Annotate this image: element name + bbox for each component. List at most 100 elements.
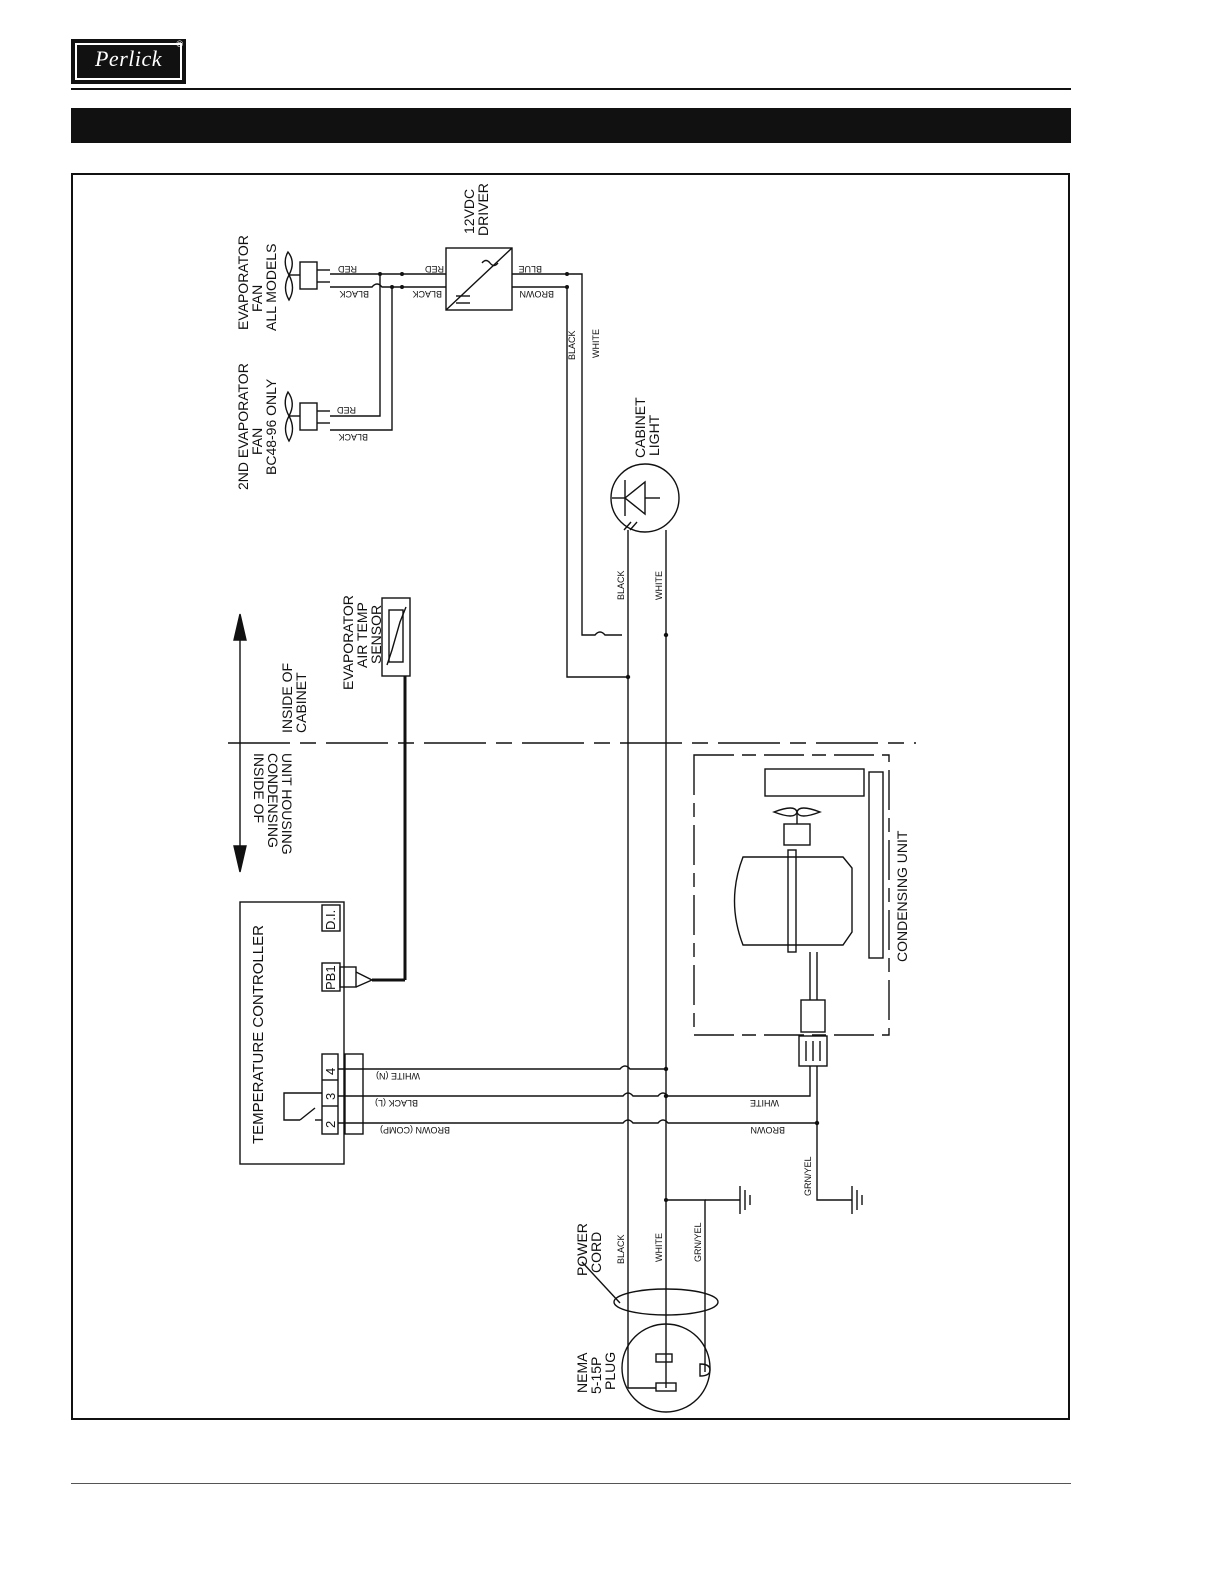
wire-labels-vertical: BLACK WHITE BLACK WHITE BLACK WHITE GRN/… [567, 329, 813, 1264]
plug-label-line3: PLUG [602, 1352, 618, 1390]
fan-motor-box [783, 823, 811, 846]
inside-condensing-label-line2: CONDENSING [265, 753, 281, 848]
cabinet-light-label-line2: LIGHT [646, 414, 662, 456]
pb1-label: PB1 [323, 965, 338, 990]
junction-dots [378, 272, 820, 1202]
plug-blade-neutral [655, 1353, 673, 1363]
logo-border [75, 43, 182, 80]
wire-label-brown-comp: BROWN (COMP) [380, 1125, 450, 1135]
evap-fan-2-label-line2: FAN [249, 428, 265, 455]
plug-ground-pin [699, 1363, 711, 1377]
condensing-unit-label: CONDENSING UNIT [894, 830, 910, 962]
logo-registered-mark: ® [176, 39, 183, 49]
cabinet-light-label-line1: CABINET [632, 397, 648, 458]
wire-label-red: RED [424, 264, 444, 274]
wire-label-black: BLACK [616, 1234, 626, 1264]
evap-fan-1-label-line2: FAN [249, 285, 265, 312]
power-cord-leader [581, 1261, 621, 1304]
wire-label-white: WHITE [654, 1233, 664, 1262]
di-label: D.I. [323, 910, 338, 930]
arrow-down-icon [233, 845, 247, 873]
wire-label-white: WHITE [750, 1098, 779, 1108]
wire-label-black: BLACK [339, 289, 369, 299]
wire-label-brown: BROWN [751, 1125, 786, 1135]
wire-label-black: BLACK [567, 330, 577, 360]
evap-fan-2-label-line3: BC48-96 ONLY [263, 378, 279, 475]
sensor-label-line2: AIR TEMP [354, 602, 370, 668]
fan2-black-wire [330, 287, 393, 431]
wire-label-black-l: BLACK (L) [375, 1098, 418, 1108]
power-cord-sheath [613, 1288, 719, 1316]
wire-label-grn-yel: GRN/YEL [693, 1222, 703, 1262]
condensing-unit-rail [868, 771, 884, 959]
sensor-label-line1: EVAPORATOR [340, 595, 356, 690]
pb1-plug [355, 971, 374, 988]
fan-motor [299, 261, 318, 290]
temperature-controller-box [239, 901, 345, 1165]
inside-condensing-label-line1: INSIDE OF [251, 753, 267, 823]
pin-3-label: 3 [323, 1093, 338, 1100]
wire-label-red: RED [337, 264, 357, 274]
inside-cabinet-label-line1: INSIDE OF [279, 663, 295, 733]
footer-rule [71, 1483, 1071, 1484]
wire-label-white: WHITE [591, 329, 601, 358]
driver-brown-black-wire [512, 286, 628, 678]
inside-cabinet-label-line2: CABINET [293, 672, 309, 733]
fan-motor [299, 402, 318, 431]
fan2-red-wire [330, 274, 381, 417]
relay-switch-lead [283, 1092, 322, 1121]
sensor-label-line3: SENSOR [368, 605, 384, 664]
ground-icon [851, 1186, 863, 1214]
wire-label-grn-yel: GRN/YEL [803, 1156, 813, 1196]
evaporator-fan-2 [284, 390, 330, 443]
air-temp-sensor [381, 597, 411, 677]
driver-label-line2: DRIVER [475, 183, 491, 236]
di-terminal [321, 904, 341, 932]
logo-text: Perlick [94, 46, 163, 71]
evap-fan-2-label-line1: 2ND EVAPORATOR [235, 363, 251, 490]
wire-label-white: WHITE [654, 571, 664, 600]
terminal-plug [344, 1053, 364, 1135]
wire-label-black: BLACK [616, 570, 626, 600]
wire-label-white-n: WHITE (N) [376, 1071, 420, 1081]
pin-2-label: 2 [323, 1121, 338, 1128]
pb1-connector [339, 966, 357, 988]
wire-label-brown: BROWN [520, 289, 555, 299]
compressor-connector-top [800, 999, 826, 1033]
perlick-logo: Perlick ® [71, 39, 186, 84]
cabinet-light [610, 463, 680, 533]
ground-icon [739, 1186, 751, 1214]
component-labels: EVAPORATOR FAN ALL MODELS 2ND EVAPORATOR… [235, 183, 910, 1394]
relay-switch-contact [299, 1107, 316, 1121]
inside-condensing-label-line3: UNIT HOUSING [279, 753, 295, 855]
driver-label-line1: 12VDC [461, 189, 477, 234]
plug-label-line1: NEMA [574, 1352, 590, 1393]
plug-blade-line [655, 1382, 677, 1392]
compressor-body [733, 856, 853, 946]
pin-4-label: 4 [323, 1068, 338, 1075]
power-cord-label-line2: CORD [588, 1232, 604, 1273]
wire-label-blue: BLUE [518, 264, 542, 274]
condensing-unit-housing [693, 754, 890, 1036]
fan1-black-wire [330, 283, 446, 288]
temperature-controller-label: TEMPERATURE CONTROLLER [250, 925, 267, 1144]
arrow-up-icon [233, 613, 247, 641]
evap-fan-1-label-line1: EVAPORATOR [235, 235, 251, 330]
evap-fan-1-label-line3: ALL MODELS [263, 244, 279, 331]
power-cord-label-line1: POWER [574, 1223, 590, 1276]
led-diode-icon [623, 480, 646, 516]
diagram-frame [71, 173, 1070, 1420]
evaporator-fan-1 [284, 250, 330, 302]
wire-label-black: BLACK [338, 432, 368, 442]
white-n-wire [338, 1065, 666, 1070]
compressor-connector-bottom [798, 1035, 828, 1067]
fan-blade-icon [284, 250, 294, 302]
driver-blue-white-wire [512, 273, 622, 636]
driver-box [445, 247, 513, 311]
grn-yel-compressor-wire [816, 1123, 852, 1201]
compressor-bracket [787, 849, 797, 953]
plug-label-line2: 5-15P [588, 1357, 604, 1394]
condenser-coil [764, 768, 865, 797]
wire-label-black: BLACK [412, 289, 442, 299]
